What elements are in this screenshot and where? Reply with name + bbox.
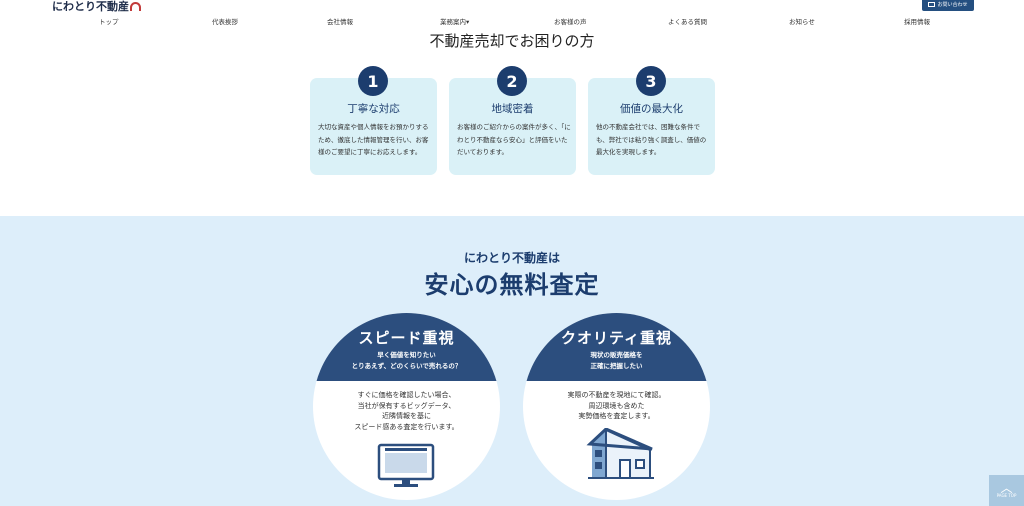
contact-button[interactable]: お問い合わせ (922, 0, 974, 11)
circle-heading: クオリティ重視 (560, 329, 673, 347)
card-body: 他の不動産会社では、困難な条件でも、弊社では粘り強く調査し、価値の最大化を実現し… (596, 123, 707, 156)
house-icon (586, 428, 654, 479)
assessment-title: 安心の無料査定 (424, 271, 600, 299)
nav-faq[interactable]: よくある質問 (668, 18, 707, 26)
feature-card-3: 3 価値の最大化 他の不動産会社では、困難な条件でも、弊社では粘り強く調査し、価… (588, 66, 715, 175)
card-body: お客様のご紹介からの案件が多く、「にわとり不動産なら安心」と評価をいただいており… (457, 123, 571, 156)
speed-circle: スピード重視 早く価値を知りたいとりあえず、どのくらいで売れるの？ すぐに価格を… (313, 313, 500, 500)
nav-top[interactable]: トップ (99, 18, 119, 26)
card-title: 地域密着 (491, 103, 534, 115)
feature-card-2: 2 地域密着 お客様のご紹介からの案件が多く、「にわとり不動産なら安心」と評価を… (449, 66, 576, 175)
circle-header (523, 313, 710, 381)
circle-heading: スピード重視 (358, 329, 455, 347)
card-title: 丁寧な対応 (347, 103, 400, 115)
house-logo-icon (130, 2, 141, 11)
page-top-button[interactable]: ︿ PAGE TOP (989, 475, 1024, 506)
number-badge: 1 (358, 66, 388, 96)
section-title: 不動産売却でお困りの方 (429, 32, 595, 50)
circle-subheading: 現状の販売価格を正確に把握したい (590, 351, 643, 370)
card-body: 大切な資産や個人情報をお預かりするため、徹底した情報管理を行い、お客様のご要望に… (318, 123, 429, 156)
nav-news[interactable]: お知らせ (789, 18, 815, 26)
circle-header (313, 313, 500, 381)
circle-description: 実際の不動産を現地にて確認。周辺環境も含めた実勢価格を査定します。 (567, 391, 666, 420)
nav-services[interactable]: 業務案内▾ (440, 18, 470, 26)
site-header: にわとり不動産 お問い合わせ トップ 代表挨拶 会社情報 業務案内▾ お客様の声… (0, 0, 1024, 28)
circle-description: すぐに価格を確認したい場合、当社が保有するビッグデータ、近隣情報を基にスピード感… (354, 391, 459, 431)
nav-greeting[interactable]: 代表挨拶 (212, 18, 238, 26)
nav-voices[interactable]: お客様の声 (554, 18, 587, 26)
computer-monitor-icon (377, 443, 435, 487)
feature-card-1: 1 丁寧な対応 大切な資産や個人情報をお預かりするため、徹底した情報管理を行い、… (310, 66, 437, 175)
mail-icon (928, 2, 936, 7)
assessment-section (0, 216, 1024, 506)
nav-company[interactable]: 会社情報 (327, 18, 353, 26)
assessment-subtitle: にわとり不動産は (463, 251, 560, 265)
number-badge: 3 (636, 66, 666, 96)
nav-recruit[interactable]: 採用情報 (904, 18, 930, 26)
dropdown-arrow-icon: ▾ (466, 18, 470, 26)
site-logo[interactable]: にわとり不動産 (52, 0, 141, 14)
card-title: 価値の最大化 (620, 103, 683, 115)
quality-circle: クオリティ重視 現状の販売価格を正確に把握したい 実際の不動産を現地にて確認。周… (523, 313, 710, 500)
circle-subheading: 早く価値を知りたいとりあえず、どのくらいで売れるの？ (351, 351, 462, 370)
number-badge: 2 (497, 66, 527, 96)
chevron-up-icon: ︿ (1000, 481, 1013, 495)
